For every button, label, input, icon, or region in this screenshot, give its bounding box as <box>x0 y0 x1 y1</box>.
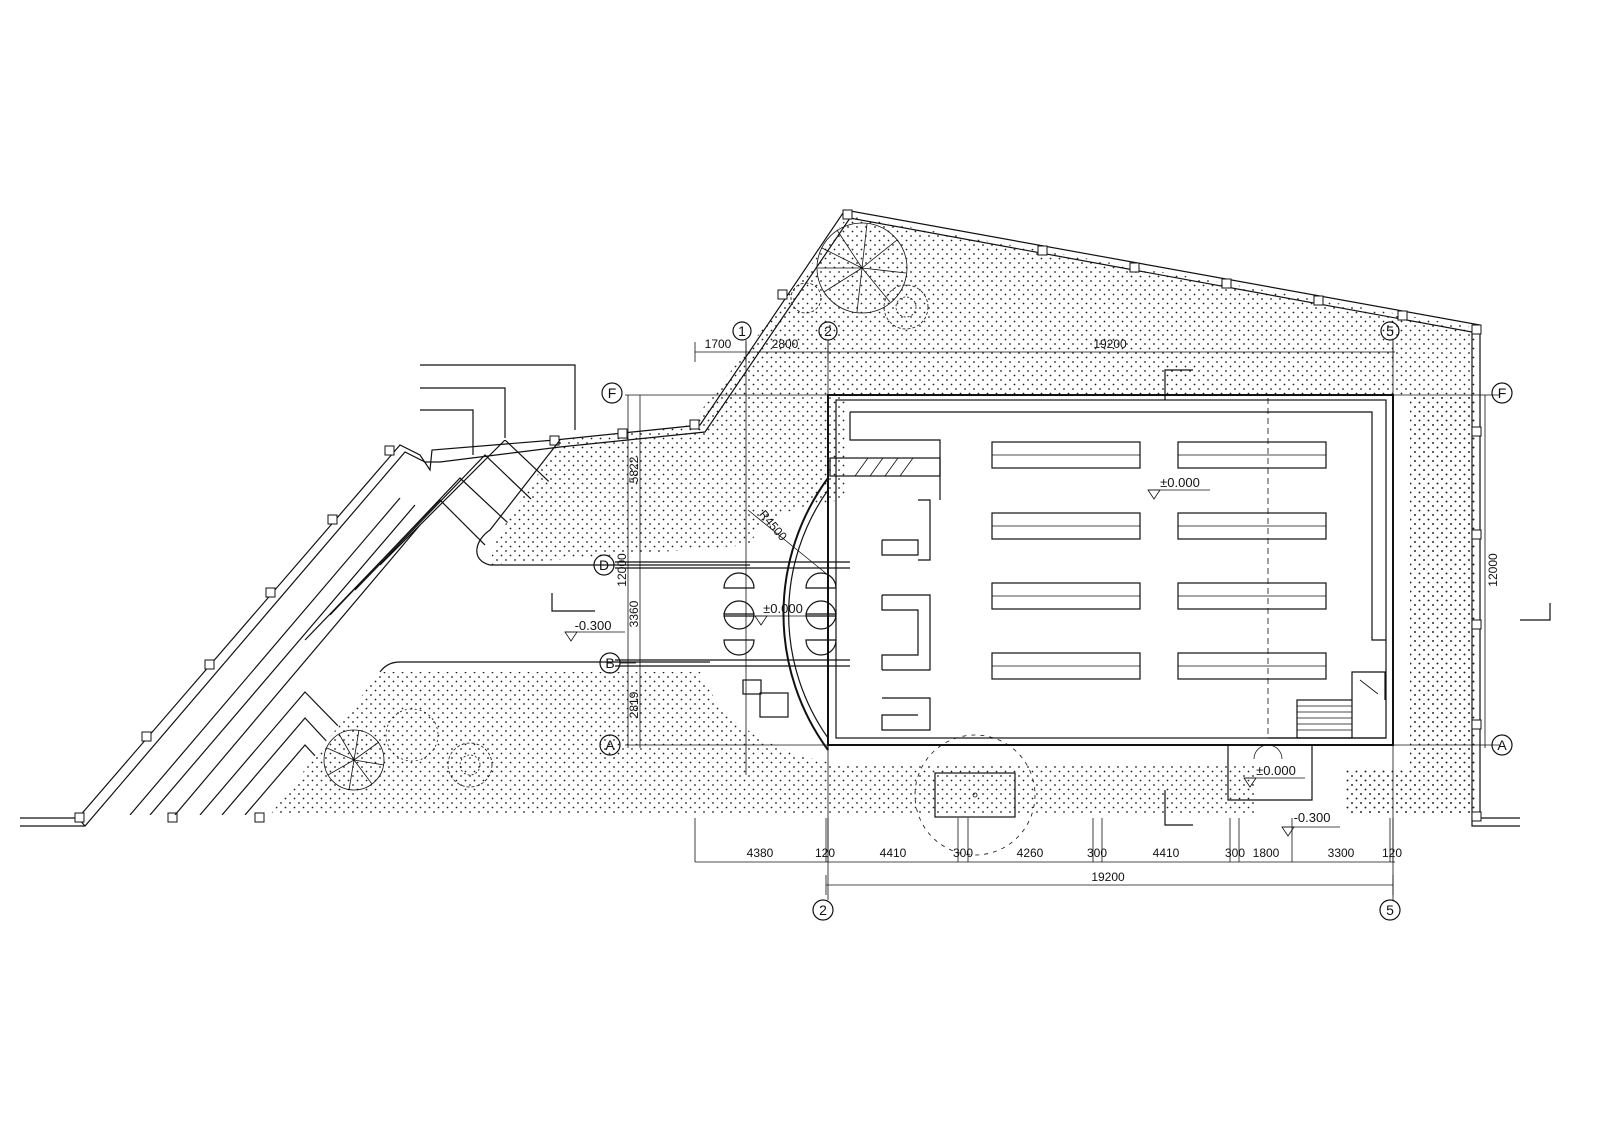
dim-bottom-120a: 120 <box>815 846 835 860</box>
fence-posts <box>74 209 1482 823</box>
level-side-entry: ±0.000 <box>1256 763 1296 778</box>
dim-left-5822: 5822 <box>627 456 641 483</box>
level-plaza: -0.300 <box>575 618 612 633</box>
grid-bubble-row-F-right: F <box>1491 382 1513 404</box>
dim-bottom-4410a: 4410 <box>880 846 907 860</box>
dim-bottom-120b: 120 <box>1382 846 1402 860</box>
tree-south <box>323 729 385 791</box>
vegetation <box>323 222 1036 856</box>
level-interior: ±0.000 <box>1160 475 1200 490</box>
svg-text:2: 2 <box>819 902 827 918</box>
grid-bubble-col-5-top: 5 <box>1380 321 1400 341</box>
entrance-planting <box>914 734 1036 856</box>
svg-text:F: F <box>1498 385 1507 401</box>
grid-bubble-col-2-bottom: 2 <box>812 899 834 921</box>
svg-text:5: 5 <box>1386 902 1394 918</box>
dim-left-12000: 12000 <box>615 553 629 587</box>
planting-area-east-strip <box>1345 397 1477 815</box>
shrub-north-2 <box>790 282 822 314</box>
plaza-paving <box>129 440 590 815</box>
dim-right-12000: 12000 <box>1486 553 1500 587</box>
dim-bottom-total: 19200 <box>1091 870 1125 884</box>
dim-left-2819: 2819 <box>627 691 641 718</box>
shrub-north-1 <box>883 284 929 330</box>
dim-bottom-300b: 300 <box>1087 846 1107 860</box>
grid-bubble-row-D: D <box>593 554 615 576</box>
level-vestibule: ±0.000 <box>763 601 803 616</box>
landscape-dotted-areas <box>270 216 1477 815</box>
display-shelves <box>991 441 1327 680</box>
dim-bottom-300c: 300 <box>1225 846 1245 860</box>
shrub-south-2 <box>385 708 439 762</box>
dimension-lines <box>620 342 1486 895</box>
dim-bottom-300a: 300 <box>953 846 973 860</box>
grid-bubble-col-5-bottom: 5 <box>1379 899 1401 921</box>
planting-area-north <box>490 216 1477 815</box>
hatched-storage <box>829 457 941 477</box>
site-boundary <box>20 209 1520 827</box>
grid-lines <box>625 340 1500 900</box>
dim-bottom-3300: 3300 <box>1328 846 1355 860</box>
grid-bubble-row-A-left: A <box>599 734 621 756</box>
planting-area-south <box>270 672 1255 815</box>
dim-bottom-4410b: 4410 <box>1153 846 1180 860</box>
dimension-text: 1700 2800 19200 4380 120 4410 300 4260 3… <box>615 337 1500 884</box>
grid-bubble-col-2-top: 2 <box>818 321 838 341</box>
dim-bottom-1800: 1800 <box>1253 846 1280 860</box>
revolving-doors <box>723 572 837 656</box>
grid-bubble-row-F-left: F <box>601 382 623 404</box>
level-markers <box>551 369 1551 837</box>
level-text: ±0.000 ±0.000 ±0.000 -0.300 -0.300 <box>575 475 1331 825</box>
svg-text:2: 2 <box>824 323 832 339</box>
staircase <box>1296 671 1386 739</box>
level-street: -0.300 <box>1294 810 1331 825</box>
dim-top-1700: 1700 <box>705 337 732 351</box>
grid-bubble-row-B: B <box>599 652 621 674</box>
building <box>827 394 1394 746</box>
svg-text:A: A <box>605 737 615 753</box>
svg-text:1: 1 <box>738 323 746 339</box>
svg-text:B: B <box>605 655 614 671</box>
grid-bubbles: 1 2 5 2 5 F F D <box>593 321 1513 921</box>
dim-bottom-4380: 4380 <box>747 846 774 860</box>
large-tree-north <box>816 222 908 314</box>
grid-bubble-row-A-right: A <box>1491 734 1513 756</box>
dim-top-2800: 2800 <box>772 337 799 351</box>
dim-bottom-4260: 4260 <box>1017 846 1044 860</box>
grid-bubble-col-1-top: 1 <box>732 321 752 341</box>
svg-text:A: A <box>1497 737 1507 753</box>
shrub-south-1 <box>447 742 493 788</box>
svg-text:5: 5 <box>1386 323 1394 339</box>
svg-text:D: D <box>599 557 609 573</box>
dim-top-19200: 19200 <box>1093 337 1127 351</box>
checkout-counters <box>881 499 931 731</box>
svg-text:F: F <box>608 385 617 401</box>
dim-left-3360: 3360 <box>627 600 641 627</box>
interior-fixtures <box>829 441 1386 801</box>
